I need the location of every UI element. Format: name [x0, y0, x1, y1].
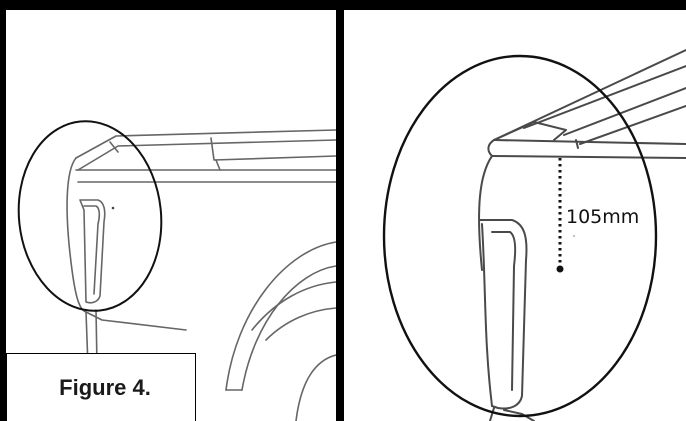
- measurement-end-dot: [556, 265, 564, 273]
- rail-cap-outline: [493, 121, 567, 141]
- bed-corner-closeup-illustration: [382, 49, 686, 421]
- rail-horizontal-bottom: [491, 155, 686, 159]
- tail-light-outline: [79, 199, 106, 304]
- figure-caption: Figure 4.: [59, 374, 151, 400]
- tail-corner-outline: [66, 157, 87, 313]
- bed-top-rail-line: [75, 129, 336, 159]
- highlight-ellipse-left: [17, 120, 163, 312]
- corner-body-outline: [478, 155, 493, 271]
- tail-light-closeup-outline: [479, 219, 528, 410]
- rail-horizontal-top: [493, 139, 686, 145]
- bed-top-rail-inner-line: [77, 139, 336, 171]
- truck-bed-overview-panel: [6, 10, 336, 421]
- highlight-ellipse-right: [382, 54, 658, 418]
- truck-bed-illustration: [17, 120, 336, 421]
- bed-corner-closeup-panel: 105mm: [344, 10, 686, 421]
- figure-caption-box: Figure 4.: [6, 353, 196, 421]
- measurement-label: 105mm: [566, 206, 640, 228]
- wheel-arch-outer: [225, 241, 336, 391]
- bed-inner-wall-line: [210, 137, 336, 161]
